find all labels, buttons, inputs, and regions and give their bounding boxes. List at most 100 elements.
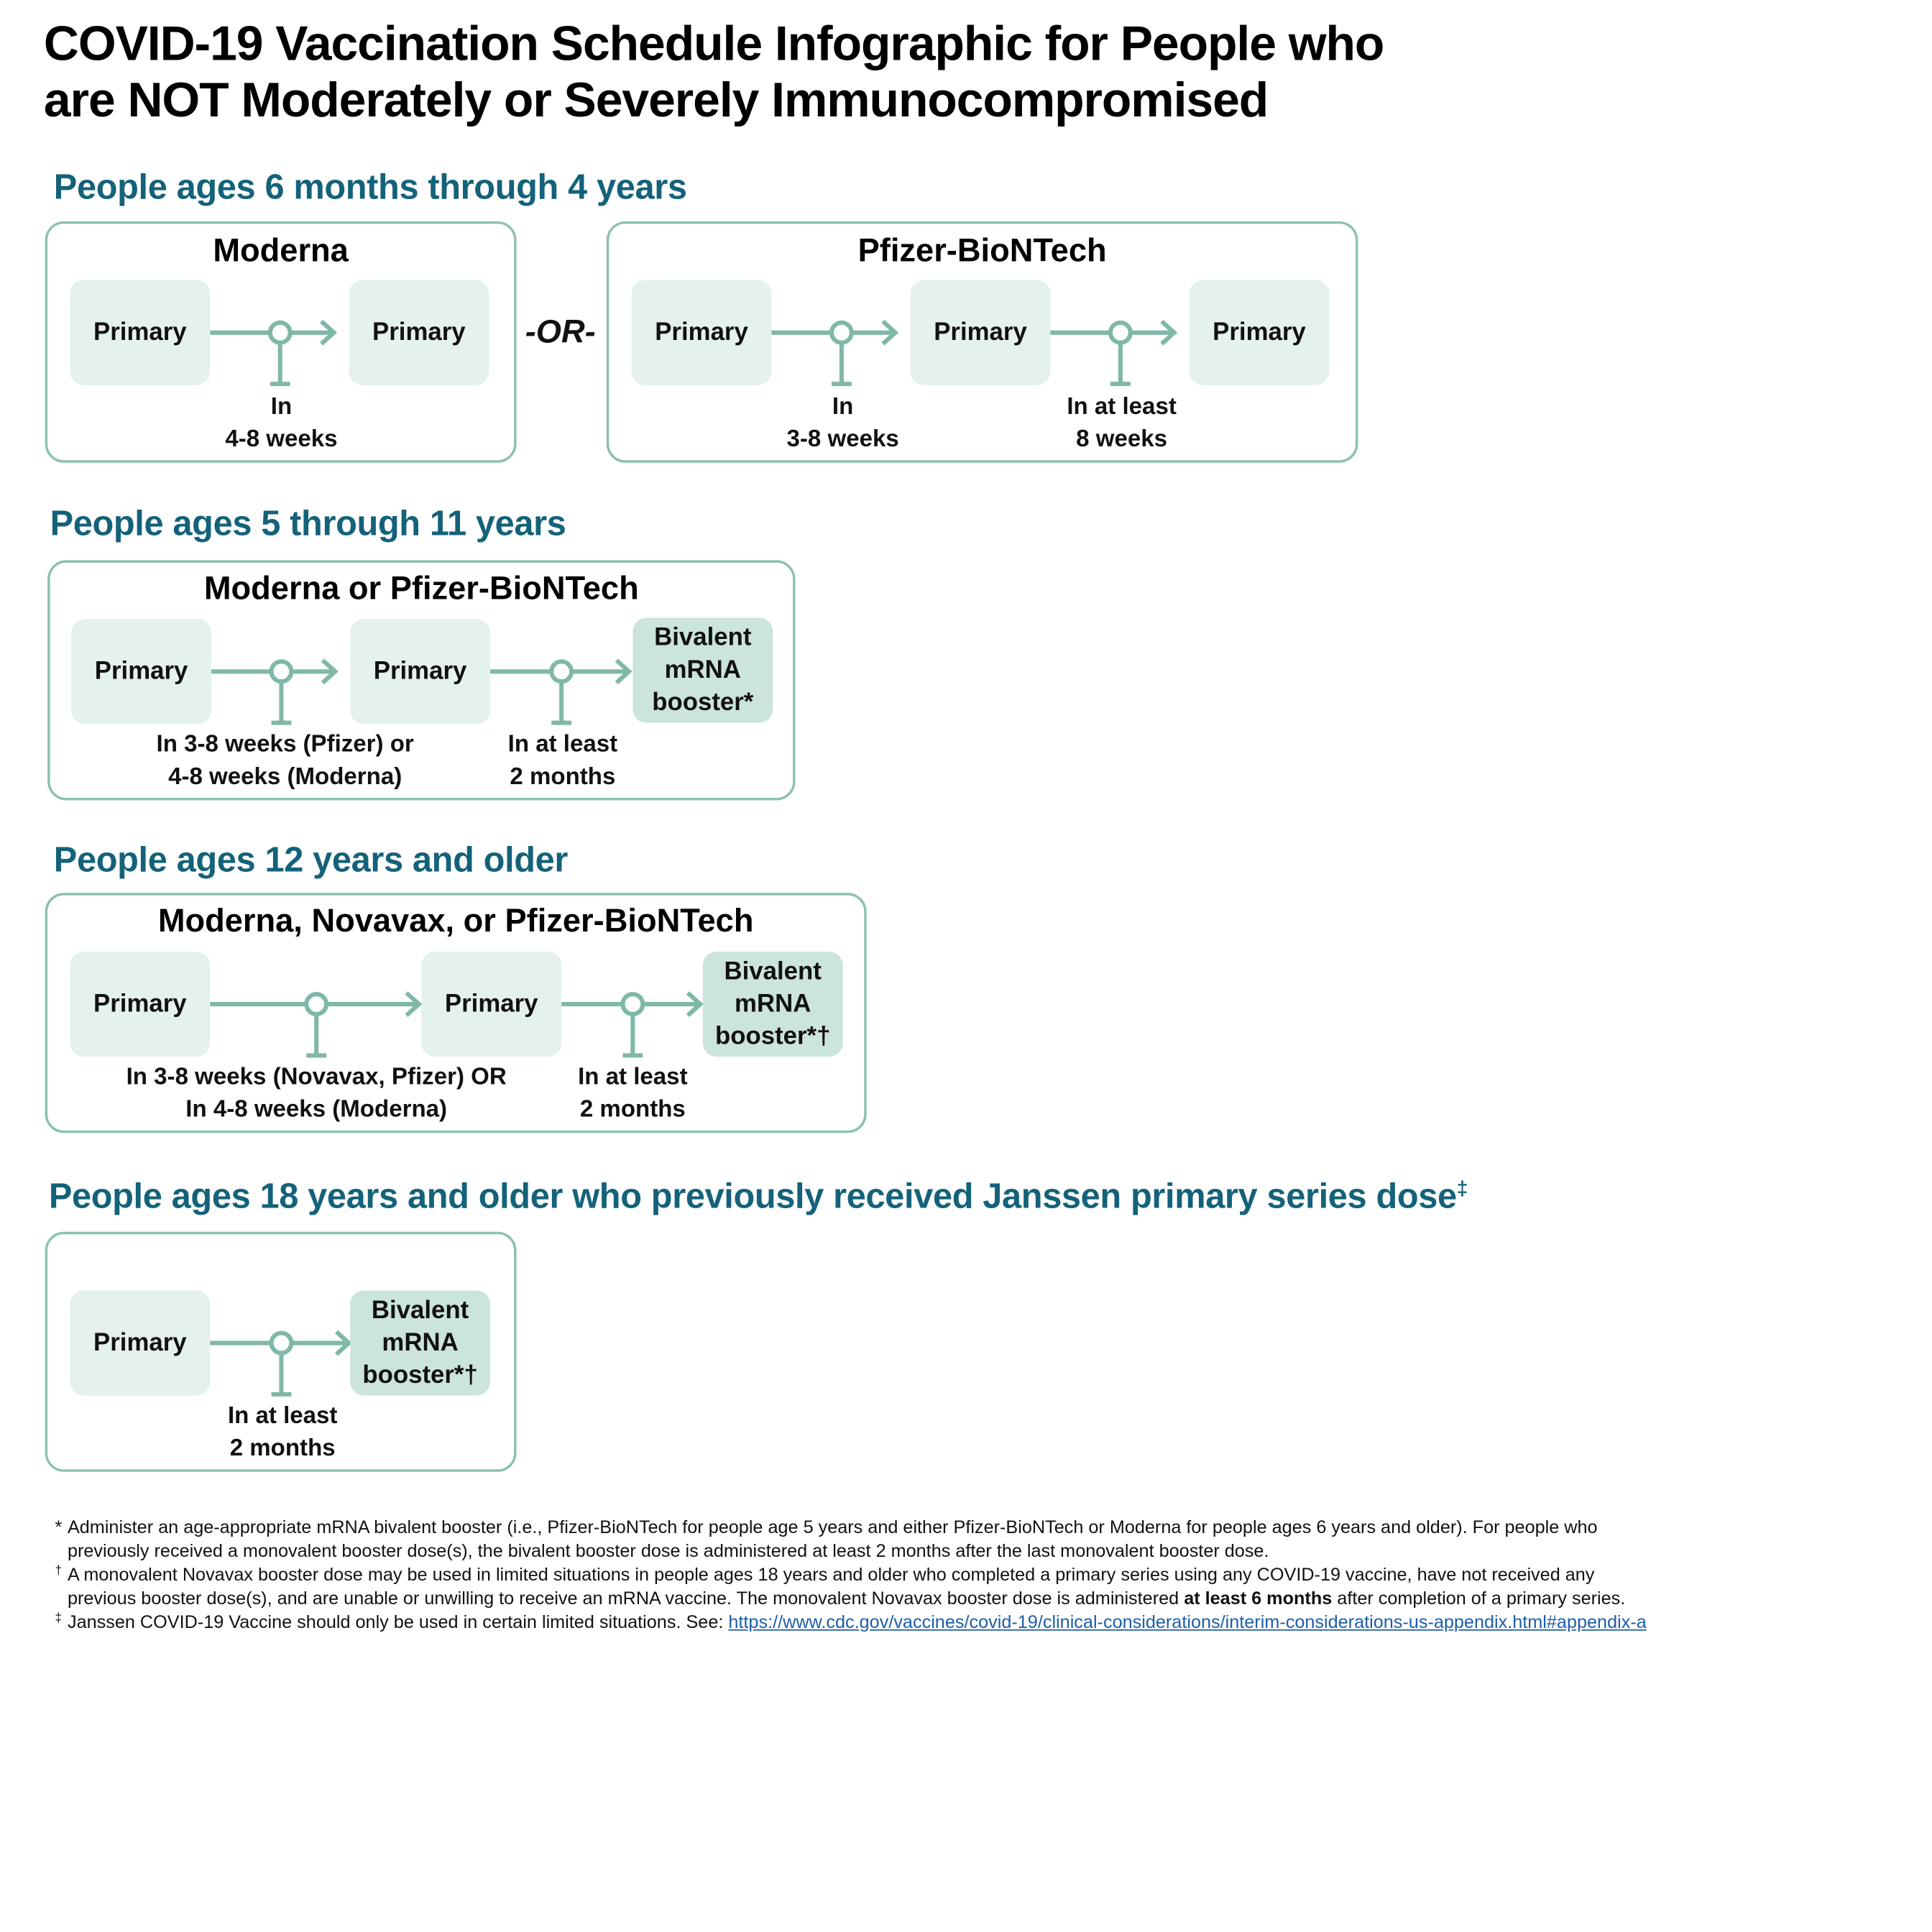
interval-label: In at least 2 months [228, 1401, 338, 1466]
interval-label-line-2: 8 weeks [1076, 426, 1168, 453]
panel-moderna-novavax-pfizer-12yr: Moderna, Novavax, or Pfizer-BioNTech Pri… [45, 893, 867, 1133]
or-separator: -OR- [525, 312, 596, 351]
interval-label-line-2: 2 months [579, 1096, 686, 1123]
footnote-asterisk-line-2: previously received a monovalent booster… [67, 1542, 1269, 1563]
interval-label: In 3-8 weeks (Novavax, Pfizer) OR In 4-8… [126, 1062, 507, 1126]
panel-title: Pfizer-BioNTech [857, 231, 1107, 270]
panel-title: Moderna or Pfizer-BioNTech [203, 569, 639, 607]
interval-connector [771, 319, 899, 387]
booster-line-3: booster*† [362, 1361, 478, 1389]
section-heading-6mo-4yr: People ages 6 months through 4 years [53, 167, 687, 207]
interval-label: In at least 2 months [578, 1062, 688, 1126]
interval-connector [1050, 319, 1178, 387]
interval-label-line-1: In at least [507, 731, 618, 758]
primary-dose-box: Primary [1189, 280, 1330, 385]
double-dagger-mark: ‡ [1456, 1179, 1468, 1200]
interval-connector [210, 991, 423, 1058]
footnote-dagger-line-2-end: after completion of a primary series. [1332, 1589, 1626, 1610]
bivalent-booster-box: Bivalent mRNA booster* [632, 617, 773, 723]
arrow-head-icon [686, 991, 704, 1017]
panel-title: Moderna, Novavax, or Pfizer-BioNTech [157, 901, 754, 939]
interval-label-line-1: In [832, 394, 854, 420]
interval-label: In 3-8 weeks (Pfizer) or 4-8 weeks (Mode… [157, 729, 414, 794]
primary-dose-box: Primary [70, 951, 211, 1057]
interval-node-icon [269, 659, 294, 684]
interval-label: In at least 2 months [508, 729, 618, 794]
booster-line-3: booster*† [714, 1023, 831, 1051]
primary-dose-box: Primary [71, 619, 212, 724]
footnote-dagger-line-1: A monovalent Novavax booster dose may be… [67, 1565, 1595, 1586]
primary-dose-box: Primary [70, 1290, 211, 1396]
interval-node-icon [620, 992, 645, 1017]
interval-label-line-2: 2 months [510, 764, 616, 791]
page-title-line-1: COVID-19 Vaccination Schedule Infographi… [43, 17, 1384, 72]
arrow-head-icon [321, 658, 339, 685]
booster-line-2: mRNA [382, 1329, 459, 1357]
arrow-head-icon [405, 991, 423, 1017]
page-title: COVID-19 Vaccination Schedule Infographi… [44, 17, 1384, 129]
arrow-head-icon [1160, 319, 1178, 346]
interval-label-line-2: 4-8 weeks (Moderna) [168, 764, 402, 791]
interval-label-line-1: In 3-8 weeks (Novavax, Pfizer) OR [126, 1064, 507, 1091]
interval-label-line-1: In [270, 394, 293, 420]
primary-dose-box: Primary [910, 280, 1051, 385]
arrow-head-icon [615, 658, 632, 685]
section-heading-text: People ages 18 years and older who previ… [48, 1177, 1457, 1216]
interval-node-icon [1108, 320, 1133, 345]
booster-line-1: Bivalent [371, 1297, 469, 1325]
bivalent-booster-box: Bivalent mRNA booster*† [702, 951, 843, 1057]
booster-line-2: mRNA [735, 990, 811, 1018]
primary-dose-box: Primary [70, 280, 211, 385]
panel-moderna-pfizer-5-11yr: Moderna or Pfizer-BioNTech Primary Prima… [47, 560, 796, 801]
primary-dose-box: Primary [350, 619, 491, 724]
booster-line-1: Bivalent [724, 957, 822, 985]
interval-node-icon [269, 1330, 294, 1356]
panel-janssen-18yr: Primary Bivalent mRNA booster*† In at le… [45, 1231, 517, 1472]
interval-node-icon [304, 992, 329, 1017]
footnote-dagger: † A monovalent Novavax booster dose may … [55, 1564, 1906, 1611]
arrow-head-icon [334, 1330, 352, 1356]
double-dagger-mark: ‡ [55, 1611, 63, 1626]
interval-label-line-1: In at least [1067, 394, 1177, 420]
footnote-double-dagger-text: Janssen COVID-19 Vaccine should only be … [67, 1613, 729, 1634]
bivalent-booster-box: Bivalent mRNA booster*† [350, 1290, 491, 1396]
primary-dose-box: Primary [631, 280, 772, 385]
interval-label: In 3-8 weeks [787, 392, 899, 456]
interval-label-line-2: In 4-8 weeks (Moderna) [185, 1096, 448, 1123]
panel-title: Moderna [213, 231, 349, 270]
section-heading-18yr-janssen: People ages 18 years and older who previ… [49, 1177, 1468, 1217]
primary-dose-box: Primary [349, 280, 489, 385]
interval-node-icon [267, 320, 293, 345]
interval-connector [561, 991, 704, 1058]
dagger-mark: † [55, 1564, 63, 1578]
interval-label-line-1: In at least [578, 1064, 688, 1091]
arrow-head-icon [320, 319, 338, 346]
interval-label: In at least 8 weeks [1067, 392, 1177, 456]
footnote-dagger-emphasis: at least 6 months [1184, 1589, 1333, 1610]
interval-node-icon [829, 320, 854, 345]
interval-label-line-2: 2 months [229, 1435, 336, 1462]
interval-node-icon [549, 659, 574, 684]
footnote-asterisk: * Administer an age-appropriate mRNA biv… [55, 1517, 1906, 1564]
booster-line-1: Bivalent [654, 624, 752, 652]
section-heading-5-11yr: People ages 5 through 11 years [50, 504, 566, 543]
section-heading-12yr-older: People ages 12 years and older [53, 840, 569, 880]
booster-line-2: mRNA [664, 656, 741, 684]
panel-pfizer-6mo-4yr: Pfizer-BioNTech Primary Primary Primary … [606, 221, 1358, 463]
booster-line-3: booster* [652, 689, 754, 717]
footnotes: * Administer an age-appropriate mRNA biv… [55, 1517, 1906, 1635]
interval-connector [211, 658, 339, 725]
interval-label: In 4-8 weeks [225, 392, 337, 456]
cdc-appendix-link[interactable]: https://www.cdc.gov/vaccines/covid-19/cl… [728, 1613, 1647, 1634]
interval-label-line-2: 4-8 weeks [225, 426, 338, 453]
interval-label-line-1: In at least [227, 1403, 338, 1430]
interval-connector [490, 658, 632, 725]
primary-dose-box: Primary [421, 951, 562, 1057]
footnote-asterisk-line-1: Administer an age-appropriate mRNA bival… [67, 1518, 1598, 1538]
footnote-double-dagger: ‡ Janssen COVID-19 Vaccine should only b… [55, 1612, 1906, 1636]
page-title-line-2: are NOT Moderately or Severely Immunocom… [43, 73, 1269, 128]
interval-label-line-2: 3-8 weeks [786, 426, 899, 453]
asterisk-mark: * [55, 1518, 63, 1538]
interval-label-line-1: In 3-8 weeks (Pfizer) or [156, 731, 414, 758]
